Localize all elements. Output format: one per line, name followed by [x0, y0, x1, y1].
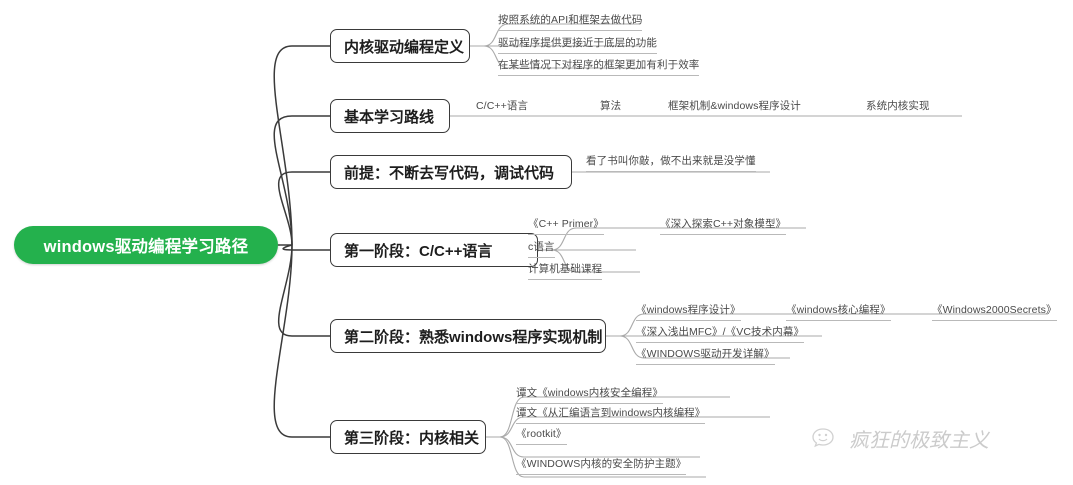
- leaf-5-5: 《WINDOWS驱动开发详解》: [636, 346, 775, 365]
- leaf-6-2: 谭文《从汇编语言到windows内核编程》: [516, 405, 706, 424]
- branch-node-4[interactable]: 第一阶段：C/C++语言: [330, 233, 538, 267]
- branch-node-4-label: 第一阶段：C/C++语言: [344, 242, 493, 260]
- branch-node-5[interactable]: 第二阶段：熟悉windows程序实现机制: [330, 319, 606, 353]
- leaf-5-3: 《Windows2000Secrets》: [932, 302, 1057, 321]
- leaf-4-2: 《深入探索C++对象模型》: [660, 216, 787, 235]
- leaf-6-1: 谭文《windows内核安全编程》: [516, 385, 663, 404]
- root-node[interactable]: windows驱动编程学习路径: [14, 226, 278, 264]
- branch-node-6[interactable]: 第三阶段：内核相关: [330, 420, 486, 454]
- leaf-1-1: 按照系统的API和框架去做代码: [498, 12, 643, 31]
- leaf-2-3: 框架机制&windows程序设计: [668, 100, 801, 112]
- root-node-label: windows驱动编程学习路径: [43, 238, 249, 256]
- leaf-1-3: 在某些情况下对程序的框架更加有利于效率: [498, 57, 700, 76]
- leaf-4-4: 计算机基础课程: [528, 261, 603, 280]
- branch-node-2[interactable]: 基本学习路线: [330, 99, 450, 133]
- leaf-2-2: 算法: [600, 100, 622, 112]
- leaf-3-1: 看了书叫你敲，做不出来就是没学懂: [586, 153, 756, 172]
- leaf-2-1: C/C++语言: [476, 100, 529, 112]
- watermark-text: 疯狂的极致主义: [849, 430, 989, 452]
- branch-node-6-label: 第三阶段：内核相关: [344, 429, 480, 447]
- leaf-4-3: c语言: [528, 239, 555, 258]
- leaf-2-4: 系统内核实现: [866, 100, 930, 112]
- branch-node-1[interactable]: 内核驱动编程定义: [330, 29, 470, 63]
- leaf-1-2: 驱动程序提供更接近于底层的功能: [498, 35, 657, 54]
- leaf-5-4: 《深入浅出MFC》/《VC技术内幕》: [636, 324, 805, 343]
- wechat-face-icon: [812, 427, 834, 447]
- leaf-6-3: 《rootkit》: [516, 426, 567, 445]
- branch-node-2-label: 基本学习路线: [344, 108, 435, 126]
- branch-node-3-label: 前提：不断去写代码，调试代码: [344, 164, 555, 182]
- watermark: 疯狂的极致主义: [812, 424, 989, 453]
- leaf-5-2: 《windows核心编程》: [786, 302, 891, 321]
- branch-node-5-label: 第二阶段：熟悉windows程序实现机制: [344, 328, 603, 346]
- branch-node-3[interactable]: 前提：不断去写代码，调试代码: [330, 155, 572, 189]
- leaf-5-1: 《windows程序设计》: [636, 302, 741, 321]
- branch-node-1-label: 内核驱动编程定义: [344, 38, 465, 56]
- leaf-4-1: 《C++ Primer》: [528, 216, 604, 235]
- leaf-6-4: 《WINDOWS内核的安全防护主题》: [516, 456, 687, 475]
